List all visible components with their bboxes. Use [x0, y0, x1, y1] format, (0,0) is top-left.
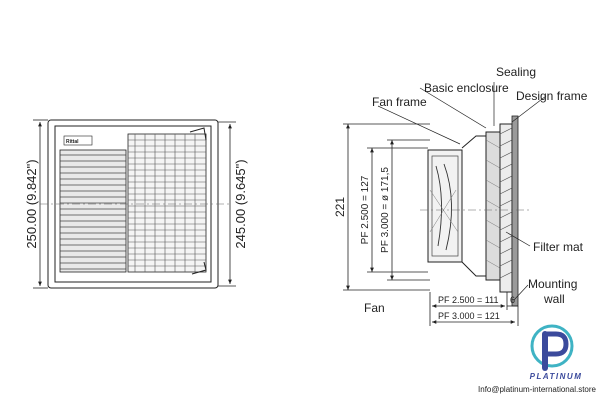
- dim-wall-6: 6: [510, 295, 515, 305]
- dim-pf3000-121: PF 3.000 = 121: [438, 311, 500, 321]
- dim-pf3000-diam-label: PF 3.000 = ø 171,5: [380, 167, 391, 253]
- label-mounting: Mounting: [528, 277, 577, 291]
- brand-badge-plate: [63, 135, 93, 146]
- dim-pf2500-127-line: [367, 147, 428, 273]
- front-view: 250.00 (9.842") Rittal: [24, 119, 248, 289]
- front-right-dimension: [218, 121, 236, 287]
- dim-221-label: 221: [333, 197, 347, 217]
- mounting-wall: [511, 115, 519, 307]
- dim-pf2500-127-label: PF 2.500 = 127: [360, 175, 371, 244]
- brand-email[interactable]: Info@platinum-international.store: [478, 385, 596, 394]
- design-frame: [499, 123, 513, 293]
- label-wall: wall: [543, 292, 565, 306]
- side-view: 221 PF 2.500 = 127 PF 3.000 = ø 171,5: [333, 65, 588, 326]
- label-basic-enclosure: Basic enclosure: [424, 81, 509, 95]
- front-louver-right: [127, 127, 207, 275]
- leader-lines: [377, 82, 547, 301]
- brand-badge: Rittal: [66, 139, 79, 145]
- dim-pf2500-111: PF 2.500 = 111: [438, 295, 498, 305]
- label-fan: Fan: [364, 301, 385, 315]
- label-filter-mat: Filter mat: [533, 240, 584, 254]
- dim-pf3000-diam-line: [387, 139, 430, 281]
- label-sealing: Sealing: [496, 65, 536, 79]
- horizontal-dimensions: [429, 292, 519, 326]
- front-louver-left: [59, 149, 127, 273]
- label-fan-frame: Fan frame: [372, 95, 427, 109]
- label-design-frame: Design frame: [516, 89, 588, 103]
- brand-name: PLATINUM: [529, 372, 583, 381]
- platinum-logo: [530, 324, 574, 371]
- basic-enclosure: [485, 131, 501, 281]
- dim-221-line: [343, 123, 430, 291]
- fan-body: [427, 149, 463, 263]
- front-dim-left-label: 250.00 (9.842"): [24, 159, 39, 248]
- fan-frame: [461, 135, 487, 277]
- front-dim-right-label: 245.00 (9.645"): [233, 159, 248, 248]
